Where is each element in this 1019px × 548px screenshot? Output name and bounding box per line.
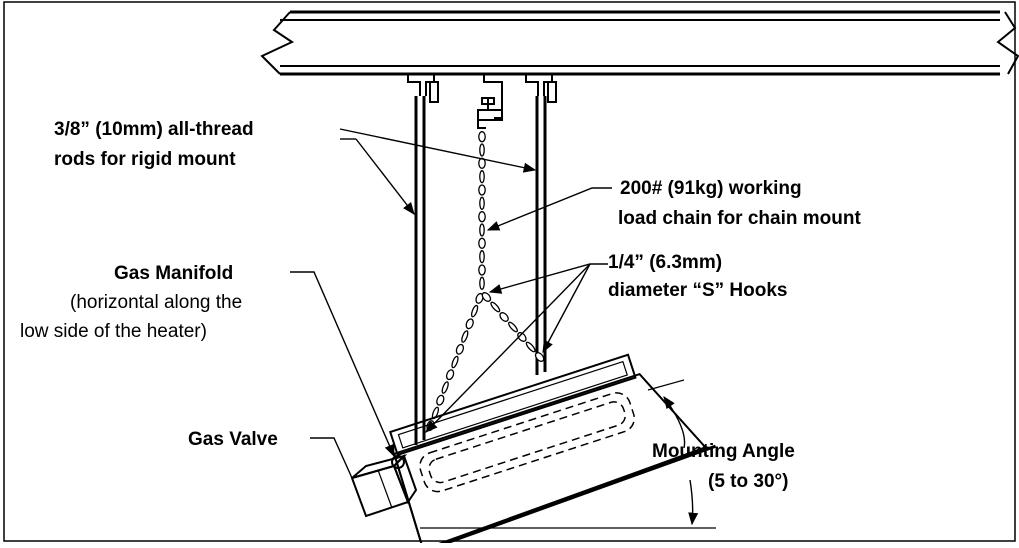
- chain-link: [436, 394, 445, 406]
- hooks-label-line2: diameter “S” Hooks: [608, 280, 788, 301]
- chain-link: [517, 332, 527, 342]
- chain-link: [445, 369, 455, 381]
- chain-label-line1: 200# (91kg) working: [620, 178, 802, 199]
- chain-link: [479, 250, 485, 264]
- angle-label-line2: (5 to 30°): [708, 471, 788, 492]
- chain-link: [490, 301, 501, 313]
- chain-link: [475, 292, 484, 304]
- chain-link: [479, 276, 485, 290]
- load-chain: [426, 131, 545, 432]
- chain-link: [508, 321, 518, 333]
- chain-link: [451, 355, 459, 369]
- valve-label: Gas Valve: [188, 429, 278, 450]
- chain-link: [478, 237, 486, 249]
- gas-valve: [350, 454, 418, 518]
- all-thread-rods: [414, 96, 547, 445]
- leader-lines: [290, 128, 612, 479]
- chain-link: [534, 352, 545, 362]
- chain-link: [479, 170, 485, 184]
- infrared-heater: [388, 353, 717, 548]
- figure-border: [3, 1, 1016, 542]
- chain-link: [465, 318, 474, 330]
- chain-link: [478, 264, 486, 276]
- chain-link: [499, 312, 509, 322]
- chain-link: [478, 184, 486, 196]
- ceiling-beam: [260, 10, 1019, 76]
- chain-link: [455, 343, 465, 355]
- rods-label-line2: rods for rigid mount: [54, 149, 236, 170]
- rods-label-line1: 3/8” (10mm) all-thread: [54, 119, 254, 140]
- manifold-label-title: Gas Manifold: [114, 263, 233, 284]
- chain-link: [478, 131, 486, 143]
- hooks-label-line1: 1/4” (6.3mm): [608, 252, 722, 273]
- chain-link: [479, 223, 485, 237]
- angle-dimension: [420, 379, 716, 529]
- chain-link: [461, 330, 469, 343]
- manifold-label-line1: (horizontal along the: [70, 292, 242, 313]
- chain-link: [478, 211, 486, 223]
- angle-label-line1: Mounting Angle: [652, 441, 795, 462]
- chain-link: [479, 196, 485, 210]
- manifold-label-line2: low side of the heater): [20, 321, 207, 342]
- chain-link: [470, 304, 479, 318]
- chain-link: [441, 381, 449, 394]
- chain-link: [479, 143, 485, 157]
- beam-clamps: [407, 74, 557, 129]
- chain-label-line2: load chain for chain mount: [618, 208, 861, 229]
- chain-link: [525, 341, 536, 353]
- chain-link: [481, 292, 492, 302]
